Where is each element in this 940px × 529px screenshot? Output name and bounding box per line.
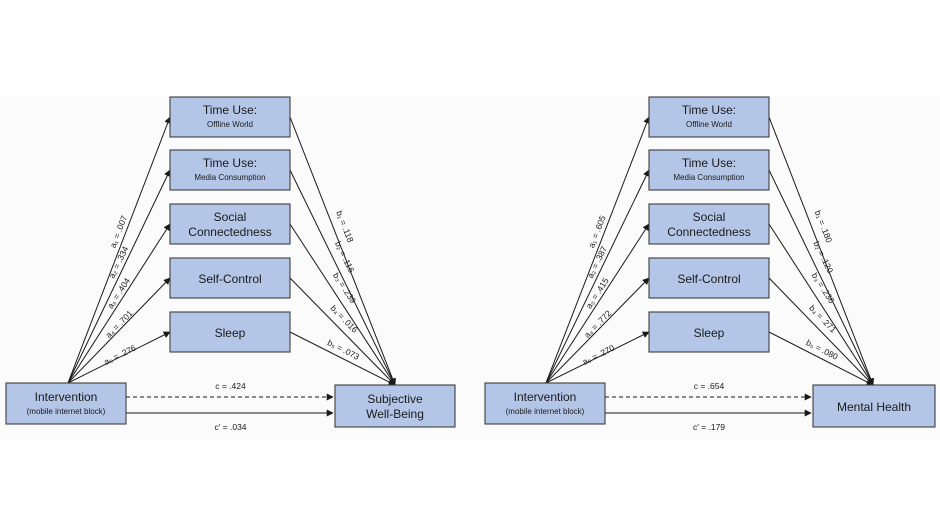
mediator-box: Sleep [169,311,291,353]
a-path-label: a₄ = .772 [582,308,613,340]
c-prime-path-label: c′ = .034 [214,422,246,432]
a-path-label: a₅ = .276 [102,342,137,366]
mediator-box: Time Use: Offline World [169,96,291,138]
b-path-arrow [289,331,396,386]
b-path-label: b₃ = .239 [331,271,358,306]
a-path-arrow [545,223,650,384]
intervention-box: Intervention (mobile internet block) [484,382,606,425]
intervention-subtitle: (mobile internet block) [27,407,106,416]
mediator-box: Time Use: Offline World [648,96,770,138]
mediator-title: Social [214,210,247,224]
outcome-title: Mental Health [837,400,911,414]
mediator-box: Sleep [648,311,770,353]
a-path-label: a₂ = .334 [107,244,131,279]
a-path-label: a₂ = .387 [585,244,609,279]
c-path-label: c = .654 [694,381,725,391]
mediator-box: Self-Control [169,257,291,299]
mediator-title: Self-Control [677,272,740,286]
a-path-label: a₅ = .270 [581,342,616,366]
a-path-arrow [545,331,650,384]
c-prime-path-label: c′ = .179 [693,422,725,432]
mediator-subtitle: Connectedness [188,225,271,239]
mediator-title: Time Use: [682,156,736,170]
intervention-box: Intervention (mobile internet block) [5,382,127,425]
intervention-subtitle: (mobile internet block) [506,407,585,416]
mediator-title: Time Use: [203,103,257,117]
mediator-subtitle: Media Consumption [194,173,265,182]
outcome-box: Mental Health [812,384,936,428]
intervention-title: Intervention [35,390,98,404]
b-path-label: b₂ = .120 [811,239,835,274]
mediator-title: Self-Control [198,272,261,286]
mediator-title: Sleep [215,326,246,340]
intervention-title: Intervention [514,390,577,404]
mediator-title: Time Use: [203,156,257,170]
b-path-arrow [289,116,396,386]
b-path-label: b₅ = .080 [804,337,839,362]
b-path-arrow [768,223,874,386]
a-path-arrow [67,116,172,384]
a-path-arrow [545,277,650,384]
outcome-title-line2: Well-Being [366,407,424,421]
mediator-subtitle: Media Consumption [673,173,744,182]
b-path-arrow [768,331,874,386]
b-path-arrow [289,223,396,386]
b-path-label: b₅ = .073 [326,337,361,362]
b-path-label: b₂ = .116 [333,240,357,275]
mediator-title: Social [693,210,726,224]
a-path-arrow [67,277,171,384]
c-path-label: c = .424 [215,381,246,391]
mediator-box: Time Use: Media Consumption [169,149,291,191]
a-path-label: a₃ = .415 [584,276,611,311]
mediator-box: Time Use: Media Consumption [648,149,770,191]
a-path-arrow [67,331,171,384]
b-path-arrow [289,169,396,386]
a-path-arrow [545,169,650,384]
b-path-arrow [768,116,874,386]
b-path-arrow [289,277,396,386]
mediator-box: Self-Control [648,257,770,299]
a-path-label: a₃ = .404 [105,276,132,311]
mediator-title: Time Use: [682,103,736,117]
mediator-subtitle: Connectedness [667,225,750,239]
a-path-arrow [67,169,171,384]
mediator-subtitle: Offline World [686,120,732,129]
a-path-arrow [545,116,650,384]
a-path-label: a₄ = .701 [103,308,134,340]
mediator-title: Sleep [694,326,725,340]
b-path-arrow [768,169,874,386]
outcome-title: Subjective [367,392,423,406]
mediator-subtitle: Offline World [207,120,253,129]
b-path-label: b₃ = .236 [810,271,837,306]
a-path-arrow [67,223,171,384]
b-path-arrow [768,277,874,386]
